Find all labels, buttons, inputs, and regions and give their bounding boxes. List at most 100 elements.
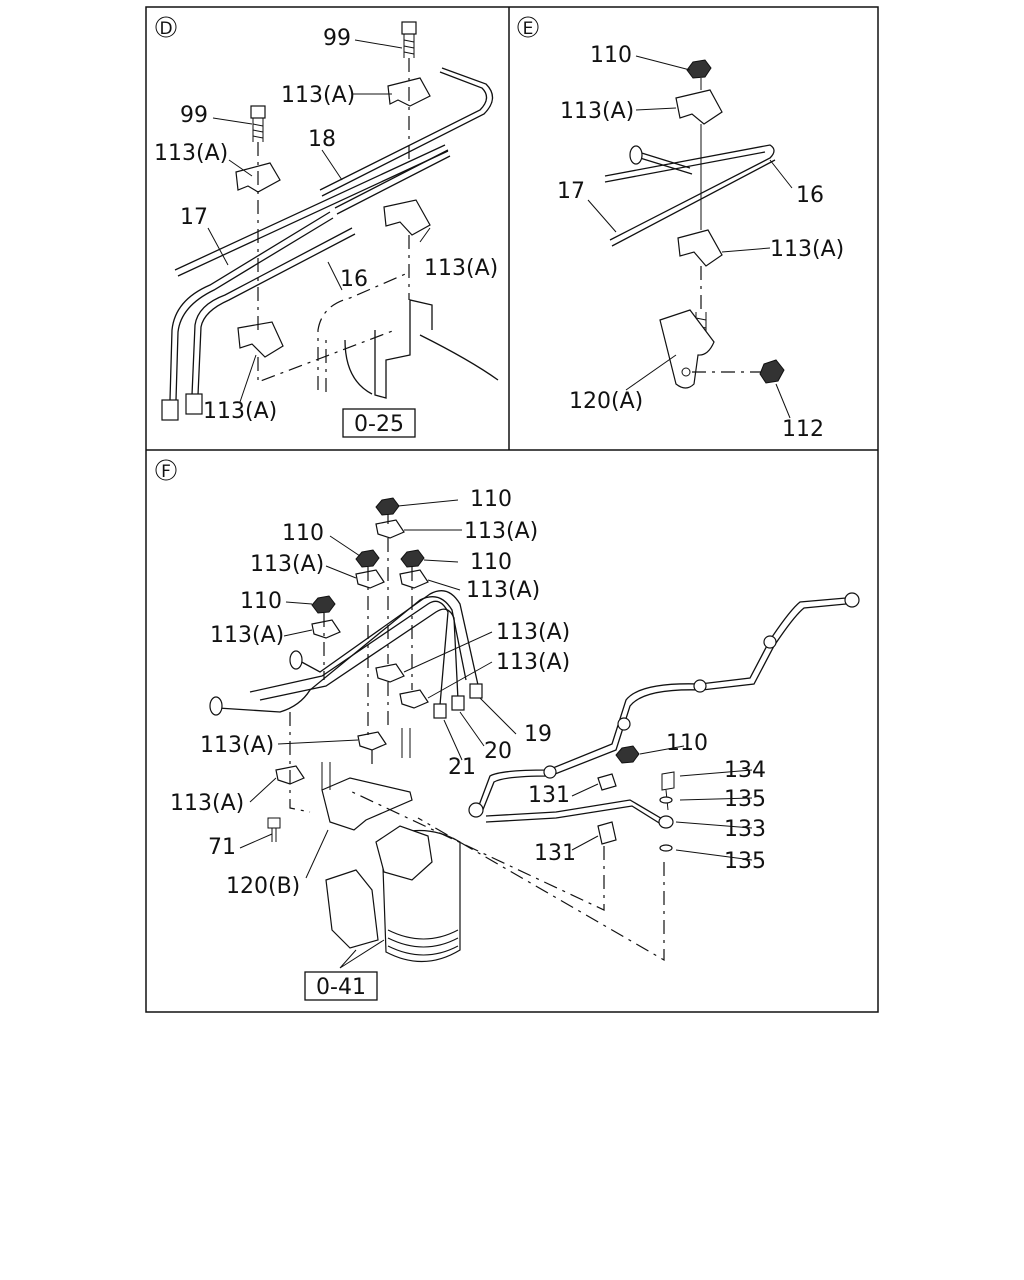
label-135-lower: 135	[724, 849, 766, 874]
engine-curves-d	[344, 334, 499, 395]
fitting-21	[433, 703, 447, 719]
stud-f-2	[401, 728, 411, 758]
banjo-end-f-left	[468, 802, 484, 818]
label-133: 133	[724, 817, 766, 842]
label-113a-f-7: 113(A)	[200, 733, 274, 758]
label-113a-f-5: 113(A)	[496, 620, 570, 645]
label-110-f-5: 110	[666, 731, 708, 756]
clamp-113a-e-top	[675, 89, 723, 125]
stud-f-1	[321, 762, 331, 790]
label-17: 17	[180, 205, 208, 230]
bracket-120b	[321, 777, 413, 831]
label-17-e: 17	[557, 179, 585, 204]
fitting-20	[451, 695, 465, 711]
label-71: 71	[208, 835, 236, 860]
label-113a-top: 113(A)	[281, 83, 355, 108]
pipe-16	[191, 227, 356, 396]
label-135-upper: 135	[724, 787, 766, 812]
label-134: 134	[724, 758, 766, 783]
label-110-f-3: 110	[470, 550, 512, 575]
bolt-99-left	[250, 105, 266, 142]
bracket-120a	[659, 309, 715, 389]
pipe-joint-4	[763, 635, 777, 649]
pipe-bundle-a	[217, 596, 467, 713]
label-113a-right: 113(A)	[424, 256, 498, 281]
fitting-19	[469, 683, 483, 699]
label-113a-f-8: 113(A)	[170, 791, 244, 816]
clamp-113a-f-2	[355, 569, 385, 589]
leaders-d	[207, 39, 431, 403]
label-18: 18	[308, 127, 336, 152]
label-113a-f-3: 113(A)	[466, 578, 540, 603]
pipe-end-f-mid	[289, 650, 303, 670]
fuel-filter-ribs	[387, 929, 459, 956]
alignment-lines-f	[289, 514, 665, 962]
clip-131-lower	[597, 821, 617, 845]
label-110-f-1: 110	[470, 487, 512, 512]
nut-110-e	[686, 59, 712, 79]
label-112: 112	[782, 417, 824, 442]
panel-f: F	[155, 459, 860, 1001]
alignment-lines-d	[257, 58, 410, 383]
pipe-upper	[319, 67, 494, 197]
label-110-e: 110	[590, 43, 632, 68]
label-16: 16	[340, 267, 368, 292]
engine-outline-d	[317, 271, 411, 392]
clamp-113a-f-4	[311, 619, 341, 639]
nut-110-f-5	[615, 745, 640, 764]
pipe-joint-3	[693, 679, 707, 693]
clamp-113a-bottom	[237, 321, 284, 358]
label-99-left: 99	[180, 103, 208, 128]
leaders-e	[587, 55, 793, 419]
return-pipe-lower	[485, 799, 665, 827]
ref-box-f	[304, 971, 378, 1001]
pipe-bundle-d	[249, 600, 449, 706]
filter-head	[375, 825, 433, 881]
leaders-f	[239, 499, 753, 969]
label-113a-e-bottom: 113(A)	[770, 237, 844, 262]
panel-e: E 110 113(A) 17 16 113(A) 120(A) 112	[517, 16, 844, 442]
clamp-113a-f-7	[357, 731, 387, 751]
label-99-top: 99	[323, 26, 351, 51]
diagram-frame	[145, 6, 879, 1013]
clamp-113a-f-3	[399, 569, 429, 589]
bracket-d	[374, 299, 433, 399]
label-21: 21	[448, 755, 476, 780]
clip-131-upper	[597, 773, 617, 791]
pipe-bundle-c	[259, 608, 459, 701]
clamp-113a-right	[383, 199, 431, 236]
pipe-middle	[334, 149, 451, 215]
reference-0-41: 0-41	[316, 975, 366, 1000]
label-113a-f-6: 113(A)	[496, 650, 570, 675]
label-20: 20	[484, 739, 512, 764]
nut-110-f-2	[355, 549, 380, 568]
pipe-end-f-left	[209, 696, 223, 716]
panel-f-marker-circle	[155, 459, 177, 481]
label-19: 19	[524, 722, 552, 747]
pipe-fitting-right	[185, 393, 203, 415]
label-120a: 120(A)	[569, 389, 643, 414]
pipe-joint-1	[543, 765, 557, 779]
panel-d-marker-circle	[155, 16, 177, 38]
label-131-lower: 131	[534, 841, 576, 866]
nut-110-f-3	[400, 549, 425, 568]
panel-d: D 99 11	[154, 16, 499, 438]
clamp-113a-f-1	[375, 519, 405, 539]
clamp-113a-f-6	[399, 689, 429, 709]
bracket-hole-e	[681, 367, 691, 377]
washer-135-upper	[659, 796, 673, 804]
nut-110-f-4	[311, 595, 336, 614]
bolt-71	[267, 817, 281, 842]
bracket-lower	[325, 869, 379, 949]
pipe-joint-2	[617, 717, 631, 731]
label-110-f-2: 110	[282, 521, 324, 546]
return-pipe-upper	[477, 597, 847, 813]
pipe-17	[169, 211, 334, 401]
panel-e-marker-circle	[517, 16, 539, 38]
label-113a-f-1: 113(A)	[464, 519, 538, 544]
label-113a-e-top: 113(A)	[560, 99, 634, 124]
pipe-fitting-left	[161, 399, 179, 421]
clamp-113a-e-bottom	[677, 229, 723, 267]
panel-f-marker: F	[161, 462, 171, 482]
